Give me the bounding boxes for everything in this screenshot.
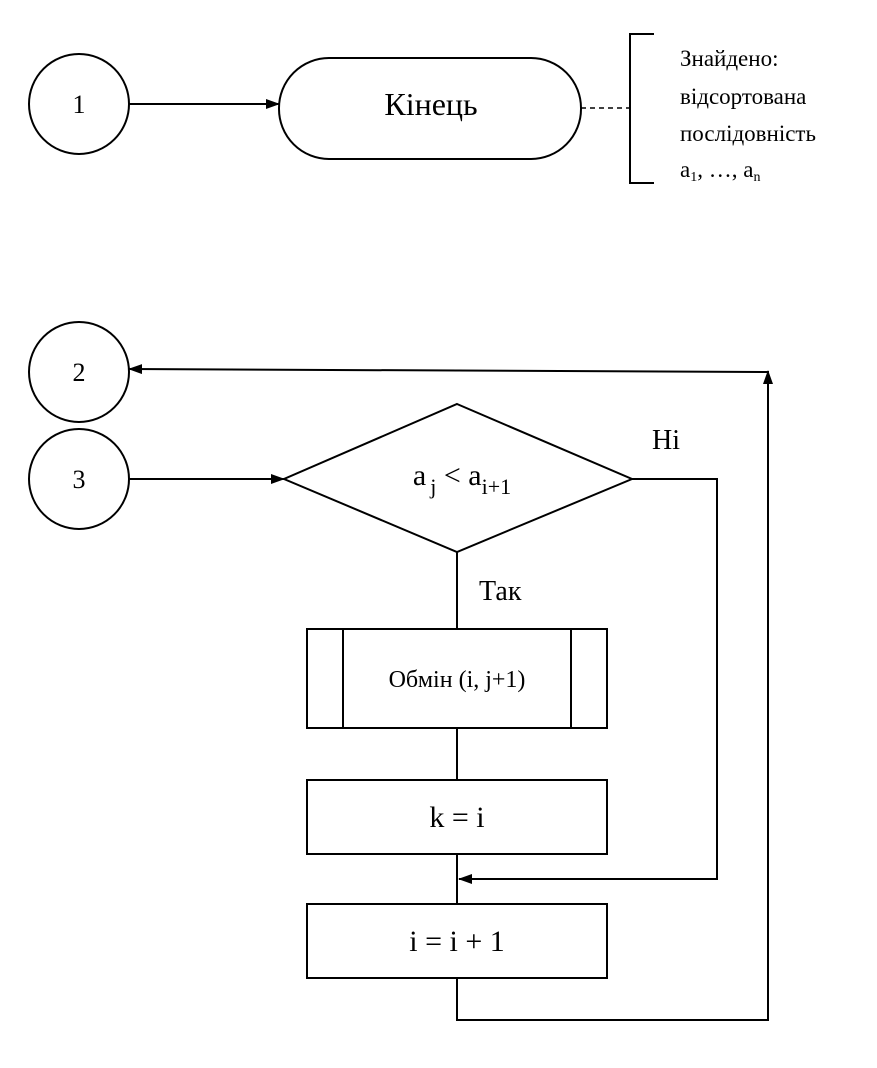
decision-yes-label: Так bbox=[479, 576, 522, 607]
decision-a-left: a bbox=[413, 459, 426, 492]
decision-op: < a bbox=[436, 459, 481, 492]
annotation-a1: a bbox=[680, 157, 690, 182]
connector-3-label: 3 bbox=[73, 465, 86, 494]
terminal-end: Кінець bbox=[278, 57, 582, 160]
subprocess-swap-label: Обмін (i, j+1) bbox=[389, 667, 526, 693]
annotation-line-4: a1, …, an bbox=[680, 157, 760, 185]
process-k-equals-i: k = i bbox=[306, 779, 608, 855]
annotation-text: Знайдено: відсортована послідовність a1,… bbox=[680, 46, 816, 185]
annotation-line-2: відсортована bbox=[680, 84, 806, 109]
connector-1-label: 1 bbox=[73, 90, 86, 119]
process-i-increment: i = i + 1 bbox=[306, 903, 608, 979]
decision-sub-right: i+1 bbox=[482, 474, 512, 499]
terminal-end-label: Кінець bbox=[384, 86, 477, 122]
arrow-no-branch-merge bbox=[458, 478, 718, 884]
process-k-label: k = i bbox=[429, 801, 484, 834]
decision-sub-left: j bbox=[429, 474, 436, 499]
annotation-line-3: послідовність bbox=[680, 121, 816, 146]
arrow-to-connector-2 bbox=[128, 364, 769, 375]
connector-2: 2 bbox=[28, 321, 130, 423]
annotation-line-1: Знайдено: bbox=[680, 46, 778, 71]
arrow-loop-up bbox=[456, 370, 773, 1021]
process-i-label: i = i + 1 bbox=[409, 925, 505, 958]
connector-2-label: 2 bbox=[73, 358, 86, 387]
annotation-sub-1: 1 bbox=[690, 170, 697, 185]
connector-3: 3 bbox=[28, 428, 130, 530]
annotation-sub-n: n bbox=[753, 170, 760, 185]
annotation-ellipsis: , …, a bbox=[697, 157, 753, 182]
connector-1: 1 bbox=[28, 53, 130, 155]
decision-no-label: Ні bbox=[652, 425, 680, 456]
annotation-bracket bbox=[629, 33, 654, 184]
subprocess-swap: Обмін (i, j+1) bbox=[306, 628, 608, 729]
